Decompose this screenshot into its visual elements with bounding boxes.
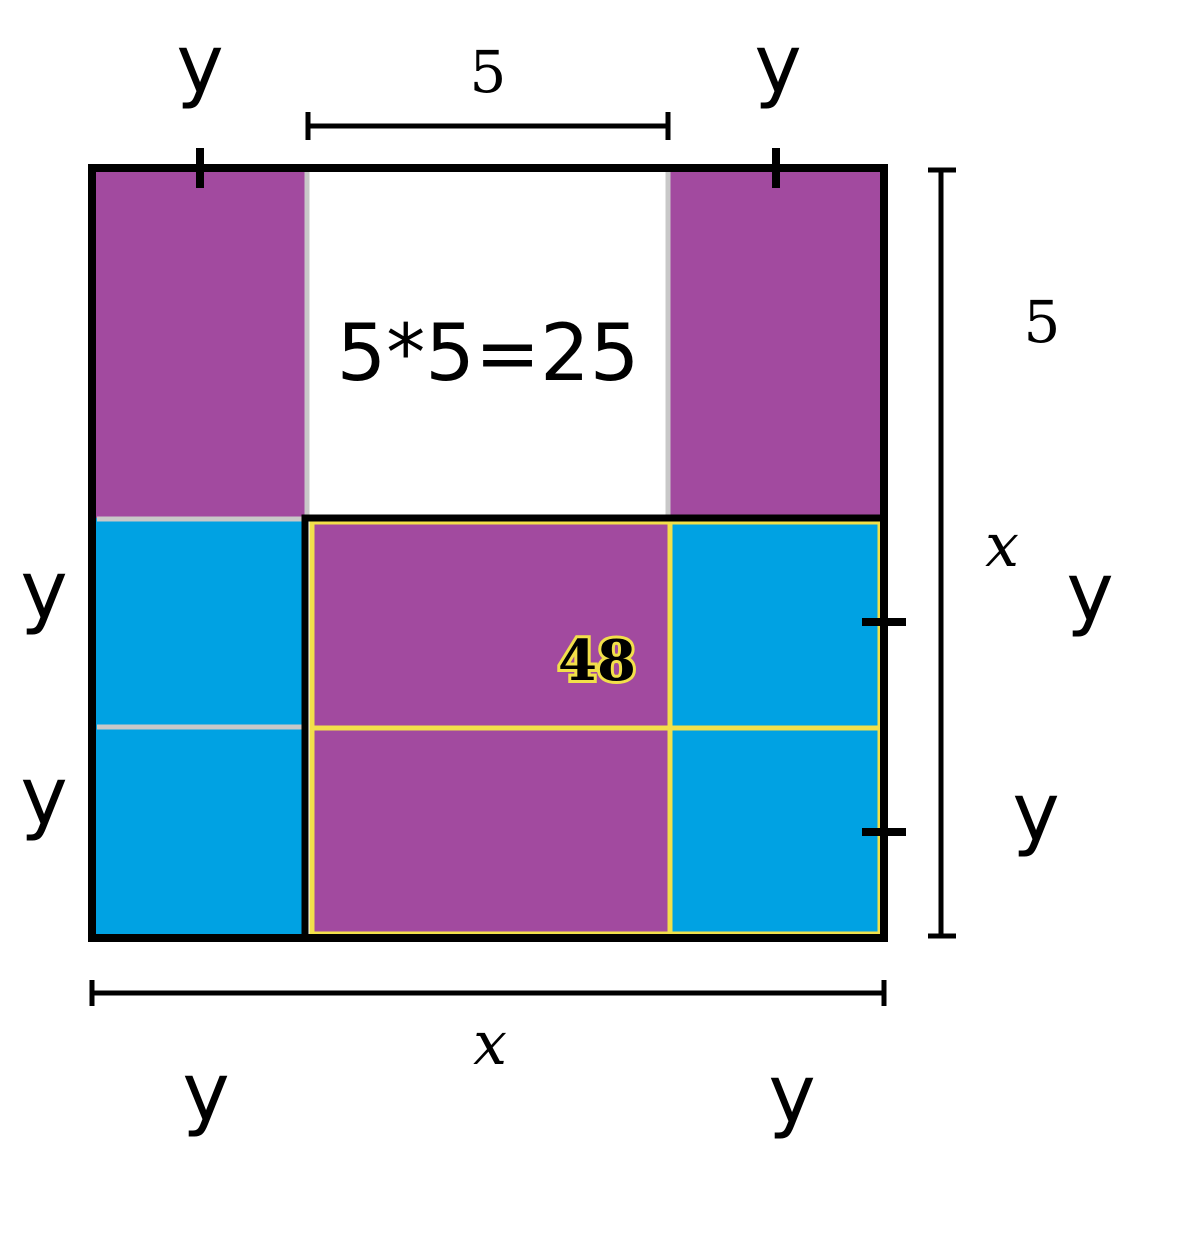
left-blue-cell-lower [95, 726, 305, 936]
inner-area-label: 48 [558, 628, 636, 694]
right-five-label: 5 [1024, 288, 1061, 356]
top-center-white-square [305, 170, 670, 518]
top-five-label: 5 [470, 38, 507, 106]
bottom-dimension-bracket [89, 980, 887, 1006]
right-x-label: x [985, 511, 1019, 581]
bottom-x-label: x [473, 1009, 507, 1079]
gray-dividers [97, 172, 671, 730]
left-blue-cell-upper [95, 518, 305, 726]
top-y-right-label: y [754, 18, 801, 111]
inner-blue-cell-upper [670, 522, 880, 726]
right-y-lower-label: y [1012, 766, 1059, 859]
bottom-y-right-label: y [768, 1048, 815, 1141]
black-outlines [88, 164, 888, 942]
center-equation-label: 5*5=25 [337, 309, 640, 399]
right-y-upper-label: y [1066, 546, 1113, 639]
top-dimension-bracket [305, 112, 671, 140]
inner-purple-cell-upper [310, 522, 670, 726]
top-right-purple-region [670, 170, 883, 518]
left-y-lower-label: y [20, 750, 67, 843]
left-y-upper-label: y [20, 544, 67, 637]
top-left-purple-region [95, 170, 305, 518]
bottom-y-left-label: y [182, 1046, 229, 1139]
edge-tick-marks [196, 148, 906, 836]
right-dimension-bracket [928, 167, 956, 939]
inner-purple-cell-lower [310, 726, 670, 934]
inner-blue-cell-lower [670, 726, 880, 934]
top-y-left-label: y [176, 18, 223, 111]
